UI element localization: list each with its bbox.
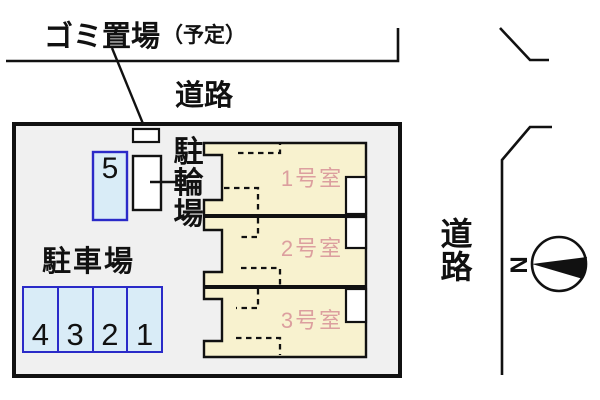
partition-dashed-unit2-b xyxy=(241,266,282,285)
balcony-box-unit1 xyxy=(344,175,368,216)
garbage-callout-line xyxy=(110,47,148,132)
parking-space-cell-4: 4 xyxy=(22,286,59,353)
garbage-marker-box xyxy=(131,127,161,144)
room-label-1: 1号室 xyxy=(280,166,344,191)
parking-space-cell-1: 1 xyxy=(126,286,163,353)
building-outline xyxy=(202,141,368,359)
parking-space-5-box xyxy=(91,150,129,222)
road-top-edge-line xyxy=(6,28,400,63)
road-corner-upper-line xyxy=(499,27,549,62)
partition-dashed-unit1-b xyxy=(224,186,260,214)
parking-lot-label: 駐車場 xyxy=(42,246,136,278)
road-right-edge-line xyxy=(500,125,552,375)
parking-space-cell-2: 2 xyxy=(91,286,129,353)
garbage-area-label-row: ゴミ置場 （予定） xyxy=(44,13,246,55)
partition-dashed-unit1-a xyxy=(238,144,282,155)
road-right-label: 道路 xyxy=(440,216,473,285)
parking-row: 4 3 2 1 xyxy=(22,286,163,353)
partition-dashed-unit2-a xyxy=(238,218,260,239)
garbage-area-note: （予定） xyxy=(162,24,247,47)
room-label-2: 2号室 xyxy=(280,236,344,261)
balcony-box-unit2 xyxy=(344,215,368,250)
parking-space-cell-3: 3 xyxy=(56,286,94,353)
north-label: N xyxy=(506,256,533,274)
partition-dashed-unit3-b xyxy=(236,336,282,355)
compass-needle-icon xyxy=(532,257,587,279)
garbage-area-label: ゴミ置場 xyxy=(44,21,161,53)
balcony-box-unit3 xyxy=(344,287,368,324)
road-top-label: 道路 xyxy=(174,80,233,112)
parking-space-5-label: 5 xyxy=(101,152,119,185)
partition-dashed-unit3-a xyxy=(236,289,260,310)
room-label-3: 3号室 xyxy=(280,308,344,333)
bicycle-parking-label: 駐輪場 xyxy=(173,136,204,231)
